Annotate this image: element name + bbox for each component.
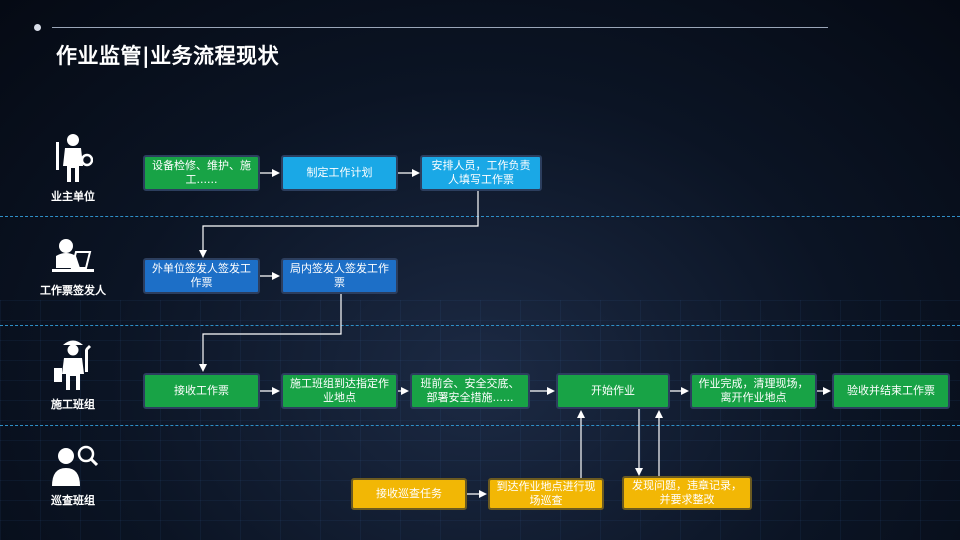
role-label: 工作票签发人	[40, 284, 106, 297]
step-external-sign: 外单位签发人签发工作票	[143, 258, 260, 294]
step-assign-staff: 安排人员，工作负责人填写工作票	[420, 155, 542, 191]
flow-arrow	[199, 191, 479, 258]
worker-with-wrench-icon	[54, 340, 91, 390]
step-accept-close: 验收并结束工作票	[832, 373, 950, 409]
step-internal-sign: 局内签发人签发工作票	[281, 258, 398, 294]
step-arrive-site: 施工班组到达指定作业地点	[281, 373, 398, 409]
step-receive-patrol: 接收巡查任务	[351, 478, 467, 510]
lane-separator	[0, 425, 960, 426]
role-patrol: 巡查班组	[28, 442, 118, 508]
step-find-issues: 发现问题，违章记录，并要求整改	[622, 476, 752, 510]
step-receive-ticket: 接收工作票	[143, 373, 260, 409]
step-start-work: 开始作业	[556, 373, 670, 409]
role-label: 业主单位	[51, 190, 95, 203]
header-dot	[34, 24, 41, 31]
role-construction: 施工班组	[28, 338, 118, 412]
lane-separator	[0, 325, 960, 326]
inspector-with-magnifier-icon	[52, 445, 98, 486]
page-title: 作业监管|业务流程现状	[56, 44, 280, 68]
step-finish-clean: 作业完成，清理现场，离开作业地点	[690, 373, 817, 409]
step-make-plan: 制定工作计划	[281, 155, 398, 191]
role-label: 施工班组	[51, 398, 95, 411]
step-maintenance: 设备检修、维护、施工......	[143, 155, 260, 191]
person-at-laptop-icon	[52, 239, 94, 272]
step-onsite-patrol: 到达作业地点进行现场巡查	[488, 478, 604, 510]
role-owner: 业主单位	[28, 132, 118, 204]
role-label: 巡查班组	[51, 494, 95, 507]
background-grid	[0, 300, 960, 540]
role-issuer: 工作票签发人	[28, 238, 118, 298]
header-rule	[52, 27, 828, 28]
step-safety-briefing: 班前会、安全交底、部署安全措施......	[410, 373, 530, 409]
lane-separator	[0, 216, 960, 217]
worker-with-tools-icon	[56, 134, 93, 182]
